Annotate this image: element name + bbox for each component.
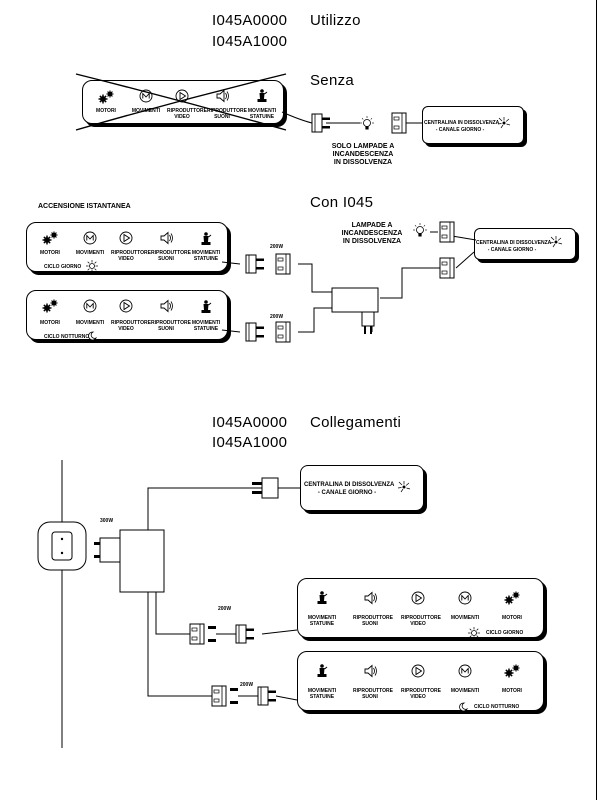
senza-note-3: IN DISSOLVENZA (333, 159, 393, 166)
product-code-b: I045A1000 (212, 33, 288, 50)
gears-icon (99, 91, 114, 104)
coll-watt-1: 200W (218, 606, 232, 612)
con-wiring (221, 231, 477, 333)
senza-label-motori: MOTORI (96, 108, 116, 114)
senza-note-2: INCANDESCENZA (332, 151, 394, 158)
coll-g-label-movimenti: MOVIMENTI (450, 615, 480, 621)
coll-n-label-motori: MOTORI (502, 688, 522, 694)
coll-g-label-statuine: MOVIMENTI STATUINE (307, 615, 337, 627)
coll-n-label-suoni: RIPRODUTTORE SUONI (353, 688, 393, 700)
con-central-line2: - CANALE GIORNO - (487, 247, 537, 253)
section-title-collegamenti: Collegamenti (310, 414, 402, 431)
senza-label-video: RIPRODUTTORE VIDEO (167, 108, 207, 120)
coll-n-label-statuine: MOVIMENTI STATUINE (307, 688, 337, 700)
coll-g-label-suoni: RIPRODUTTORE SUONI (353, 615, 393, 627)
cross-out-mark (75, 73, 287, 131)
coll-notte-icons (317, 663, 520, 712)
bulb-icon (359, 115, 375, 130)
coll-ciclo-notturno: CICLO NOTTURNO (474, 704, 520, 710)
product-code-a: I045A0000 (212, 12, 288, 29)
coll-g-label-video: RIPRODUTTORE VIDEO (401, 615, 441, 627)
con-note-2: INCANDESCENZA (341, 230, 403, 237)
coll-n-label-movimenti: MOVIMENTI (450, 688, 480, 694)
con-central-unit (474, 228, 576, 260)
con-n-label-statuine: MOVIMENTI STATUINE (191, 320, 221, 332)
con-note-3: IN DISSOLVENZA (342, 238, 402, 245)
coll-g-label-motori: MOTORI (502, 615, 522, 621)
con-panel-giorno (26, 222, 228, 272)
socket-icon (391, 112, 407, 134)
page-right-border (596, 0, 597, 800)
accensione-label: ACCENSIONE ISTANTANEA (38, 203, 131, 210)
con-watt-2: 200W (270, 314, 284, 320)
coll-central-line2: - CANALE GIORNO - (317, 490, 377, 496)
senza-label-statuine: MOVIMENTI STATUINE (247, 108, 277, 120)
product-code-b-2: I045A1000 (212, 434, 288, 451)
coll-watt-2: 200W (240, 682, 254, 688)
con-n-label-motori: MOTORI (40, 320, 60, 326)
product-code-a-2: I045A0000 (212, 414, 288, 431)
con-panel-notte (26, 290, 228, 340)
section-title-senza: Senza (310, 72, 355, 89)
sun-icon (85, 259, 99, 273)
con-g-label-motori: MOTORI (40, 250, 60, 256)
coll-ciclo-giorno: CICLO GIORNO (486, 630, 524, 636)
senza-label-suoni: RIPRODUTTORE SUONI (207, 108, 247, 120)
section-title-con: Con I045 (310, 194, 374, 211)
coll-central-line1: CENTRALINA DI DISSOLVENZA (304, 482, 395, 488)
speaker-icon (216, 90, 229, 102)
coll-wiring (147, 487, 300, 701)
senza-central-line1: CENTRALINA IN DISSOLVENZA (424, 120, 500, 126)
statue-icon (257, 88, 268, 103)
con-giorno-icons (43, 232, 212, 273)
con-n-label-video: RIPRODUTTORE VIDEO (111, 320, 151, 332)
con-g-label-movimenti: MOVIMENTI (75, 250, 105, 256)
con-central-line1: CENTRALINA DI DISSOLVENZA (476, 240, 552, 246)
moon-icon (88, 331, 97, 341)
senza-central-unit (422, 106, 524, 144)
con-notte-icons (43, 300, 212, 341)
con-ciclo-giorno: CICLO GIORNO (44, 264, 82, 270)
coll-adapter-watt: 300W (100, 518, 114, 524)
senza-central-line2: - CANALE GIORNO - (435, 127, 485, 133)
con-g-label-statuine: MOVIMENTI STATUINE (191, 250, 221, 262)
con-watt-1: 200W (270, 244, 284, 250)
adapter-icon (331, 287, 379, 313)
con-g-label-video: RIPRODUTTORE VIDEO (111, 250, 151, 262)
coll-n-label-video: RIPRODUTTORE VIDEO (401, 688, 441, 700)
sparkle-icon (497, 116, 511, 129)
section-title-utilizzo: Utilizzo (310, 12, 361, 29)
senza-wiring (281, 111, 422, 124)
senza-note-1: SOLO LAMPADE A (331, 143, 395, 150)
con-note-1: LAMPADE A (351, 222, 393, 229)
coll-giorno-icons (317, 590, 520, 640)
con-n-label-suoni: RIPRODUTTORE SUONI (151, 320, 191, 332)
con-ciclo-notturno: CICLO NOTTURNO (44, 334, 90, 340)
con-g-label-suoni: RIPRODUTTORE SUONI (151, 250, 191, 262)
coll-panel-notte (297, 651, 544, 711)
coll-panel-giorno (297, 578, 544, 638)
con-n-label-movimenti: MOVIMENTI (75, 320, 105, 326)
